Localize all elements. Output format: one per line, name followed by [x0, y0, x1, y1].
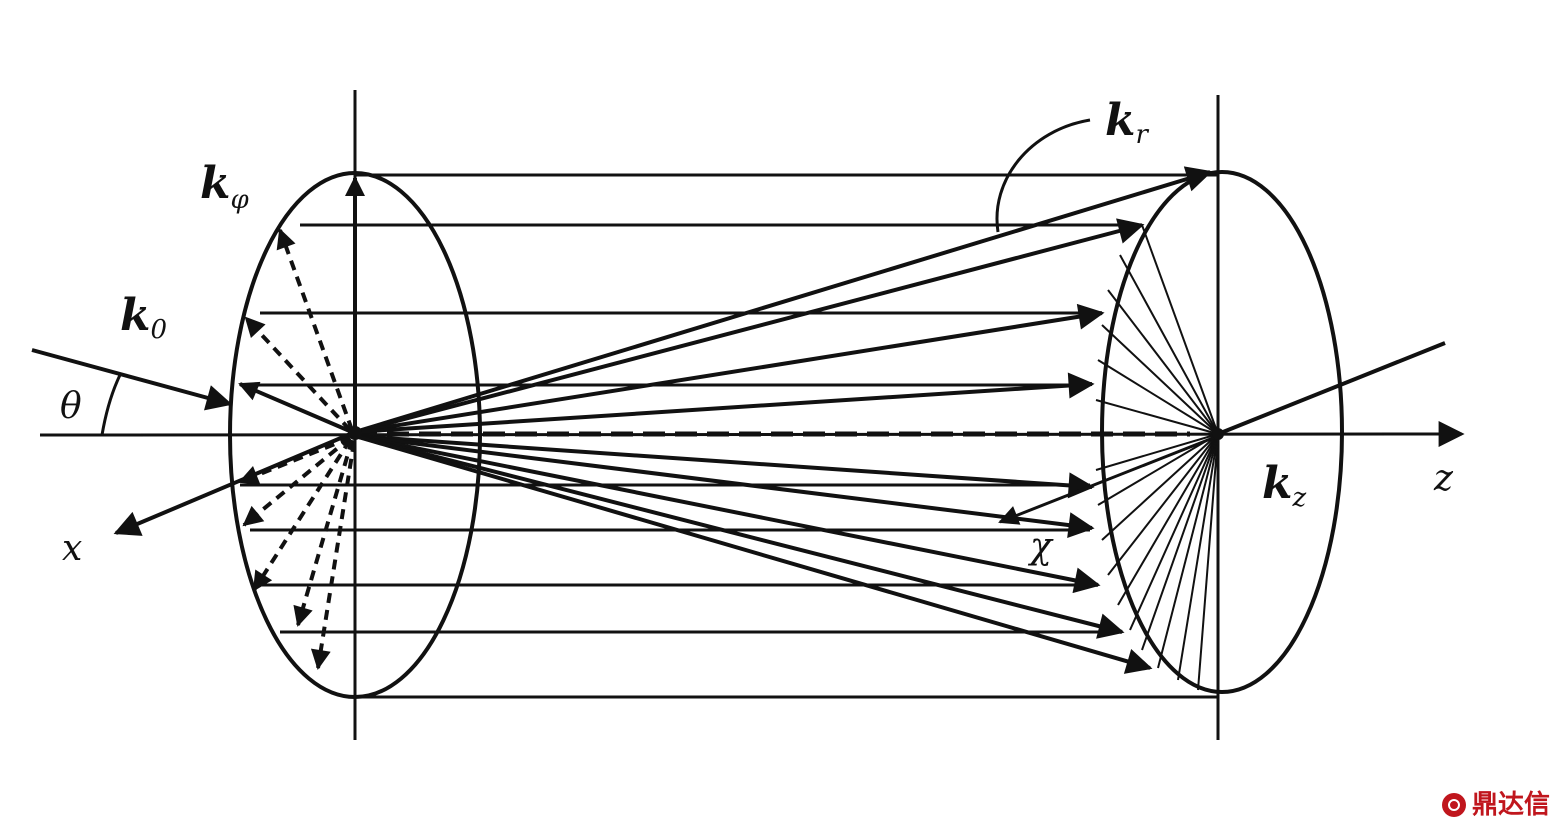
x-axis-label: x [62, 528, 82, 569]
right-fan-lines [1095, 224, 1219, 691]
watermark: 鼎达信 [1441, 790, 1550, 820]
kz-label: kz [1262, 458, 1307, 513]
kr-label: kr [1105, 95, 1150, 150]
theta-arc [100, 374, 122, 436]
k-phi-label: kφ [200, 158, 250, 215]
x-axis [113, 430, 356, 536]
k0-label: k0 [120, 290, 167, 345]
radial-wave-arrows [354, 166, 1213, 674]
left-disk-arrows [238, 176, 365, 434]
left-origin-dot [348, 426, 362, 440]
right-x-axis-extension [1217, 341, 1446, 436]
k0-incident-arrow [31, 348, 233, 411]
chi-label: χ [1027, 526, 1054, 567]
theta-label: θ [60, 386, 82, 427]
chi-arrow [998, 434, 1219, 525]
watermark-text: 鼎达信 [1471, 790, 1550, 820]
dingdaxin-logo-icon [1441, 793, 1466, 817]
right-origin-dot [1212, 428, 1224, 440]
kr-pointer-curve [995, 118, 1091, 233]
left-disk-dashed-arrows [238, 228, 356, 670]
z-axis-label: z [1433, 458, 1454, 499]
